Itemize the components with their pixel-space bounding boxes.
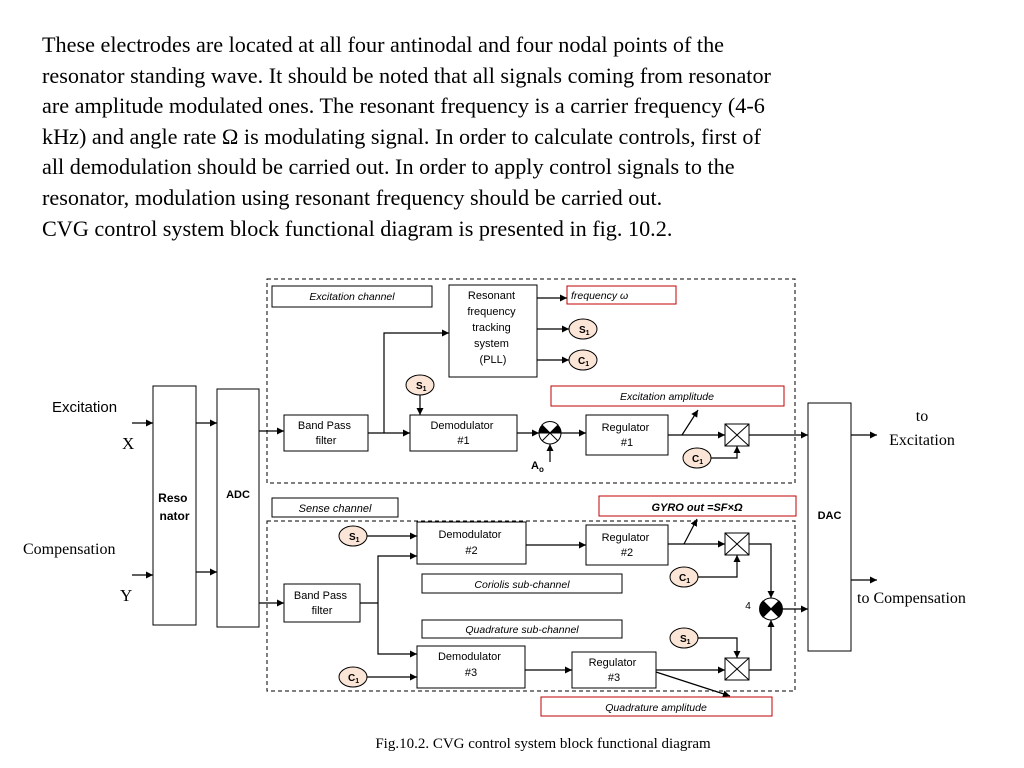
output-compensation-label: to Compensation bbox=[857, 590, 966, 607]
summer-input-number: 4 bbox=[745, 601, 751, 612]
quadrature-label: Quadrature sub-channel bbox=[465, 624, 579, 636]
demodulator-1-block bbox=[409, 414, 518, 452]
input-x-label: X bbox=[122, 434, 134, 453]
modulator-1 bbox=[724, 423, 750, 447]
c1-reg2-label: C1 bbox=[679, 573, 690, 585]
frequency-box bbox=[566, 285, 677, 305]
c1-reg1-label: C1 bbox=[692, 454, 703, 466]
multiplier-circle bbox=[538, 421, 562, 445]
figure-caption: Fig.10.2. CVG control system block funct… bbox=[375, 736, 711, 752]
frequency-label: frequency ω bbox=[571, 290, 628, 302]
s1-pll-label: S1 bbox=[579, 325, 590, 337]
s1-demod1-label: S1 bbox=[416, 381, 427, 393]
body-paragraph: These electrodes are located at all four… bbox=[42, 30, 1002, 244]
demodulator-2-label: Demodulator #2 bbox=[438, 529, 504, 557]
input-y-label: Y bbox=[120, 586, 132, 605]
coriolis-box bbox=[421, 573, 623, 594]
pll-label: Resonant frequency tracking system (PLL) bbox=[467, 290, 518, 366]
modulator-3 bbox=[724, 657, 750, 681]
demodulator-2-block bbox=[416, 521, 527, 565]
paragraph-line: resonator standing wave. It should be no… bbox=[42, 62, 771, 88]
s1-demod2-label: S1 bbox=[349, 532, 360, 544]
excitation-channel-frame bbox=[266, 278, 796, 484]
quadrature-amplitude-box bbox=[540, 696, 773, 717]
regulator-1-label: Regulator #1 bbox=[602, 422, 653, 449]
regulator-3-label: Regulator #3 bbox=[589, 657, 640, 684]
input-compensation-label: Compensation bbox=[23, 541, 115, 558]
s1-reg3-label: S1 bbox=[680, 634, 691, 646]
dac-block bbox=[807, 402, 852, 652]
sense-channel-label: Sense channel bbox=[299, 503, 372, 515]
input-excitation-label: Excitation bbox=[52, 399, 117, 416]
pll-block bbox=[448, 284, 538, 378]
regulator-2-label: Regulator #2 bbox=[602, 532, 653, 559]
dac-label: DAC bbox=[818, 510, 842, 522]
bpf1-block bbox=[283, 414, 369, 452]
demodulator-1-label: Demodulator #1 bbox=[430, 420, 496, 447]
resonator-block bbox=[152, 385, 197, 626]
paragraph-line: These electrodes are located at all four… bbox=[42, 32, 725, 57]
resonator-label: Reso nator bbox=[158, 491, 191, 523]
bpf1-label: Band Pass filter bbox=[298, 420, 354, 447]
paragraph-line: resonator, modulation using resonant fre… bbox=[42, 184, 663, 210]
paragraph-line: CVG control system block functional diag… bbox=[42, 215, 673, 241]
quadrature-box bbox=[421, 619, 623, 639]
adc-block bbox=[216, 388, 260, 628]
regulator-1-block bbox=[585, 414, 669, 456]
adc-label: ADC bbox=[226, 489, 250, 501]
excitation-amplitude-box bbox=[550, 385, 785, 407]
summer-circle bbox=[759, 597, 783, 621]
excitation-amplitude-label: Excitation amplitude bbox=[620, 391, 714, 403]
demodulator-3-block bbox=[416, 645, 526, 689]
gyro-out-box bbox=[598, 495, 797, 517]
bpf2-label: Band Pass filter bbox=[294, 590, 350, 617]
excitation-channel-label: Excitation channel bbox=[309, 291, 395, 303]
sense-channel-box bbox=[271, 497, 399, 518]
modulator-2 bbox=[724, 532, 750, 556]
output-excitation-label: Excitation bbox=[889, 432, 955, 449]
paragraph-line: are amplitude modulated ones. The resona… bbox=[42, 93, 765, 119]
excitation-channel-box bbox=[271, 285, 433, 308]
c1-pll-label: C1 bbox=[578, 356, 589, 368]
coriolis-label: Coriolis sub-channel bbox=[474, 579, 570, 591]
c1-demod3-label: C1 bbox=[348, 673, 359, 685]
gyro-out-label: GYRO out =SF×Ω bbox=[651, 502, 743, 514]
a0-label: Ao bbox=[531, 460, 544, 474]
output-to-label: to bbox=[916, 408, 928, 425]
sense-channel-frame bbox=[266, 520, 796, 692]
quadrature-amplitude-label: Quadrature amplitude bbox=[605, 702, 707, 714]
paragraph-line: all demodulation should be carried out. … bbox=[42, 154, 735, 180]
demodulator-3-label: Demodulator #3 bbox=[438, 651, 504, 679]
paragraph-line: kHz) and angle rate Ω is modulating sign… bbox=[42, 123, 761, 149]
regulator-2-block bbox=[585, 524, 669, 566]
